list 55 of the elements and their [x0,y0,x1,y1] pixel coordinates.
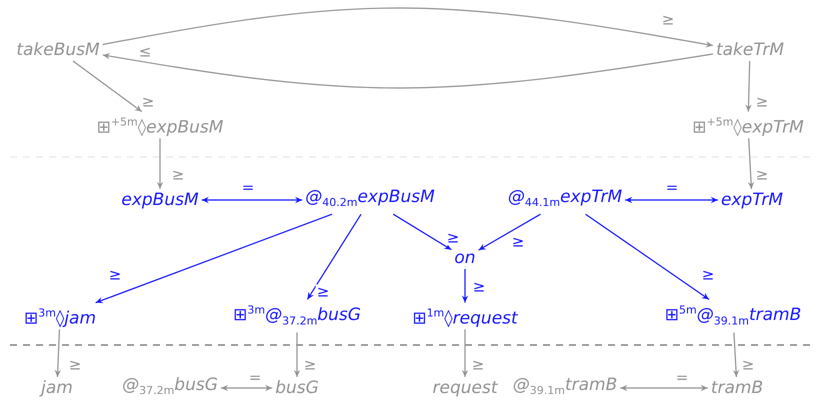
edge-label: ≥ [700,268,716,282]
arrow [462,269,468,303]
edge-label: ≥ [316,284,330,300]
arrow [478,214,541,251]
math-term: ⊞$^{+5m}$◊expTrM [691,112,805,138]
edge-label: ≥ [740,358,756,372]
edge-label: ≥ [754,168,770,182]
arrow [102,7,714,48]
arrow [585,214,710,300]
arrow [462,329,468,377]
math-term: on [453,248,477,268]
math-term: @$_{44.1m}$expTrM [506,186,624,214]
math-term: tramB [710,378,764,398]
edge-label: ≥ [108,268,122,282]
arrow [625,196,718,204]
math-term: ⊞$^{3m}$◊jam [22,304,98,328]
edge-label: ≥ [470,358,486,372]
arrow [202,196,302,204]
arrow [620,384,708,392]
edge-label: ≥ [68,358,82,372]
math-term: @$_{40.2m}$expBusM [304,186,436,214]
math-term: busG [274,378,320,398]
arrow [392,214,452,250]
edge-label: ≥ [660,12,676,28]
edge-label: ≤ [138,44,152,60]
arrow [294,332,300,377]
math-term: ⊞$^{1m}$◊request [411,304,519,328]
arrow [745,60,752,112]
edge-label: ≥ [510,234,526,250]
edge-label: ≥ [446,230,460,246]
math-term: ⊞$^{3m}$@$_{37.2m}$busG [232,300,362,332]
arrow [72,60,142,112]
math-term: expTrM [720,190,784,210]
edge-label: ≥ [170,168,186,182]
edge-label: ≥ [472,280,486,294]
edge-label: ≥ [754,94,770,110]
math-term: jam [40,378,74,398]
math-term: ⊞$^{+5m}$◊expBusM [96,112,224,138]
arrow [306,214,362,300]
math-term: expBusM [120,190,200,210]
arrow [95,214,332,304]
math-term: ⊞$^{5m}$@$_{39.1m}$tramB [664,300,802,332]
arrow [102,53,714,89]
arrow [748,138,754,190]
arrow [732,332,740,378]
math-term: takeTrM [714,40,786,60]
arrow [156,138,164,189]
math-term: request [432,378,498,398]
arrow [54,329,61,378]
edge-label: ≥ [140,94,156,110]
math-term: takeBusM [15,40,101,60]
math-term: @$_{39.1m}$tramB [512,374,618,401]
math-term: @$_{37.2m}$busG [121,374,219,401]
arrow [220,384,272,392]
edge-label: ≥ [302,358,318,372]
